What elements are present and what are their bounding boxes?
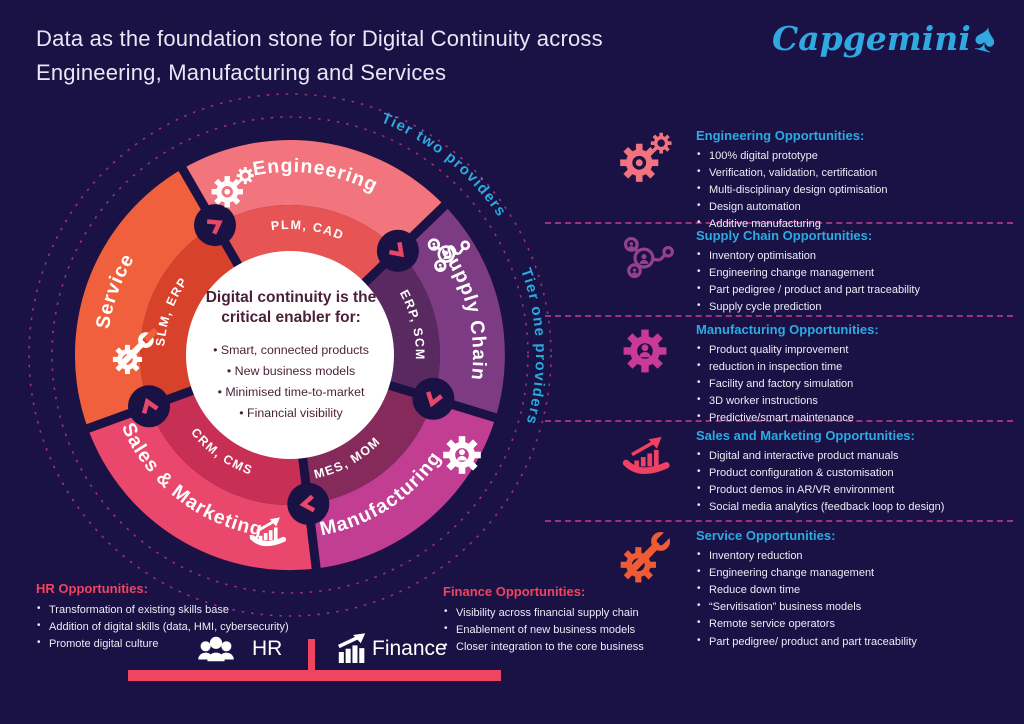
- digital-continuity-wheel: Engineering Supply Chain Manufacturing S…: [28, 93, 552, 617]
- center-message: Digital continuity is the critical enabl…: [185, 288, 397, 424]
- connector-nodes: [128, 204, 455, 525]
- opportunity-title: Sales and Marketing Opportunities:: [696, 428, 915, 443]
- finance-opportunities-section: Finance Opportunities: Visibility across…: [443, 584, 743, 657]
- engineering-gears-icon: [612, 124, 678, 190]
- opportunity-list: Digital and interactive product manualsP…: [696, 448, 944, 516]
- bullet-item: Inventory reduction: [696, 548, 917, 565]
- hr-opportunities-list: Transformation of existing skills baseAd…: [36, 602, 296, 653]
- bullet-item: Reduce down time: [696, 582, 917, 599]
- manufacturing-gear-person-icon: [443, 436, 481, 474]
- center-heading: Digital continuity is the critical enabl…: [205, 289, 377, 327]
- bullet-item: Smart, connected products: [185, 340, 397, 361]
- hr-finance-divider: [308, 639, 315, 670]
- finance-label: Finance: [372, 637, 447, 660]
- opportunity-title: Manufacturing Opportunities:: [696, 322, 879, 337]
- bullet-item: Part pedigree / product and part traceab…: [696, 282, 920, 299]
- chevron-icon: [206, 219, 223, 235]
- supply-network-icon: [612, 224, 678, 290]
- opportunity-list: Inventory reductionEngineering change ma…: [696, 548, 917, 650]
- bullet-item: Verification, validation, certification: [696, 165, 888, 182]
- bullet-item: 3D worker instructions: [696, 393, 879, 410]
- bullet-item: 100% digital prototype: [696, 148, 888, 165]
- opportunity-section-supply-chain: Supply Chain Opportunities: Inventory op…: [612, 224, 1016, 317]
- segment-erp-scm: [364, 250, 440, 399]
- chevron-icon: [299, 494, 316, 513]
- hr-label: HR: [252, 637, 283, 660]
- hr-finance-bar: [128, 670, 501, 681]
- segment-engineering: [182, 140, 445, 251]
- hr-opportunities-section: HR Opportunities: Transformation of exis…: [36, 581, 296, 654]
- bullet-item: Additive manufacturing: [696, 216, 888, 233]
- bullet-item: Social media analytics (feedback loop to…: [696, 499, 944, 516]
- bullet-item: Engineering change management: [696, 565, 917, 582]
- opportunity-section-manufacturing: Manufacturing Opportunities: Product qua…: [612, 318, 1016, 429]
- segment-manufacturing: [308, 398, 496, 569]
- opportunity-list: Inventory optimisationEngineering change…: [696, 248, 920, 316]
- finance-opportunities-title: Finance Opportunities:: [443, 584, 586, 599]
- bullet-item: Enablement of new business models: [443, 622, 743, 639]
- bullet-item: Predictive/smart maintenance: [696, 410, 879, 427]
- opportunity-list: 100% digital prototypeVerification, vali…: [696, 148, 888, 233]
- page-title: Data as the foundation stone for Digital…: [36, 26, 603, 86]
- bullet-item: Digital and interactive product manuals: [696, 448, 944, 465]
- opportunity-section-service: Service Opportunities: Inventory reducti…: [612, 524, 1016, 652]
- bullet-item: Product configuration & customisation: [696, 465, 944, 482]
- capgemini-logo: Capgemini ♠: [771, 14, 1001, 62]
- bullet-item: Minimised time-to-market: [185, 382, 397, 403]
- opportunity-section-sales-marketing: Sales and Marketing Opportunities: Digit…: [612, 424, 1016, 517]
- bullet-item: Financial visibility: [185, 403, 397, 424]
- segment-service: [74, 168, 215, 429]
- segment-mes-mom: [302, 385, 434, 504]
- center-bullet-list: Smart, connected productsNew business mo…: [185, 340, 397, 423]
- opportunity-section-engineering: Engineering Opportunities: 100% digital …: [612, 124, 1016, 235]
- bullet-item: Facility and factory simulation: [696, 376, 879, 393]
- bullet-item: Inventory optimisation: [696, 248, 920, 265]
- segment-supply-chain: [397, 205, 505, 418]
- wheel-inner-ring: [139, 205, 440, 506]
- manufacturing-gear-person-icon: [612, 318, 678, 384]
- service-gear-wrench-icon: [612, 524, 678, 590]
- bullet-item: Supply cycle prediction: [696, 299, 920, 316]
- chevron-icon: [141, 397, 159, 414]
- opportunity-title: Engineering Opportunities:: [696, 128, 865, 143]
- opportunity-title: Supply Chain Opportunities:: [696, 228, 873, 243]
- finance-opportunities-list: Visibility across financial supply chain…: [443, 605, 743, 656]
- bullet-item: Visibility across financial supply chain: [443, 605, 743, 622]
- sales-growth-hand-icon: [612, 424, 678, 490]
- segment-slm-erp: [139, 225, 239, 407]
- chevron-icon: [388, 241, 405, 258]
- bullet-item: Promote digital culture: [36, 636, 296, 653]
- bullet-item: New business models: [185, 361, 397, 382]
- chevron-icon: [426, 391, 443, 408]
- tier-one-providers-label: Tier one providers: [517, 266, 549, 427]
- bullet-item: Engineering change management: [696, 265, 920, 282]
- segment-plm-cad: [215, 205, 398, 284]
- bullet-item: Transformation of existing skills base: [36, 602, 296, 619]
- hr-opportunities-title: HR Opportunities:: [36, 581, 148, 596]
- opportunity-list: Product quality improvementreduction in …: [696, 342, 879, 427]
- finance-chart-icon: [337, 631, 367, 665]
- separator-line: [545, 520, 1013, 522]
- bullet-item: Product quality improvement: [696, 342, 879, 359]
- bullet-item: Closer integration to the core business: [443, 639, 743, 656]
- bullet-item: Design automation: [696, 199, 888, 216]
- hr-people-icon: [198, 636, 234, 662]
- separator-line: [545, 315, 1013, 317]
- bullet-item: reduction in inspection time: [696, 359, 879, 376]
- bullet-item: Addition of digital skills (data, HMI, c…: [36, 619, 296, 636]
- bullet-item: Product demos in AR/VR environment: [696, 482, 944, 499]
- spade-icon: ♠: [969, 14, 1002, 62]
- capgemini-wordmark: Capgemini: [771, 18, 971, 58]
- dashed-orbit-inner: [51, 116, 529, 594]
- bullet-item: Multi-disciplinary design optimisation: [696, 182, 888, 199]
- opportunity-title: Service Opportunities:: [696, 528, 836, 543]
